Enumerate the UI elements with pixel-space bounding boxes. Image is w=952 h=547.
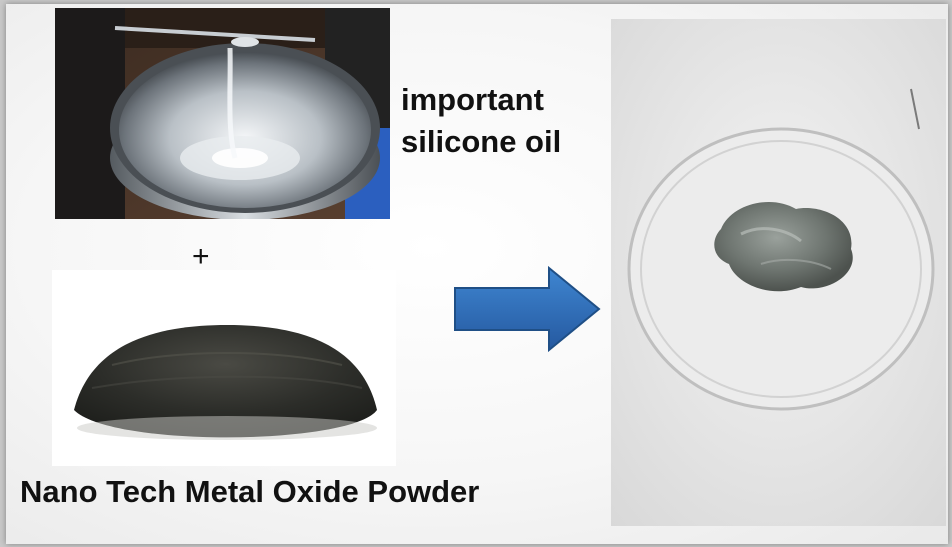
oil-label-line-1: important bbox=[401, 82, 544, 117]
metal-oxide-powder-photo bbox=[52, 270, 396, 466]
plus-sign: + bbox=[192, 240, 210, 273]
silicone-oil-photo bbox=[55, 8, 390, 219]
right-arrow-icon bbox=[454, 266, 601, 352]
powder-label: Nano Tech Metal Oxide Powder bbox=[20, 474, 480, 509]
paste-in-dish-photo bbox=[611, 19, 946, 526]
slide: important silicone oil + bbox=[6, 4, 948, 544]
oil-label-line-2: silicone oil bbox=[401, 124, 562, 159]
